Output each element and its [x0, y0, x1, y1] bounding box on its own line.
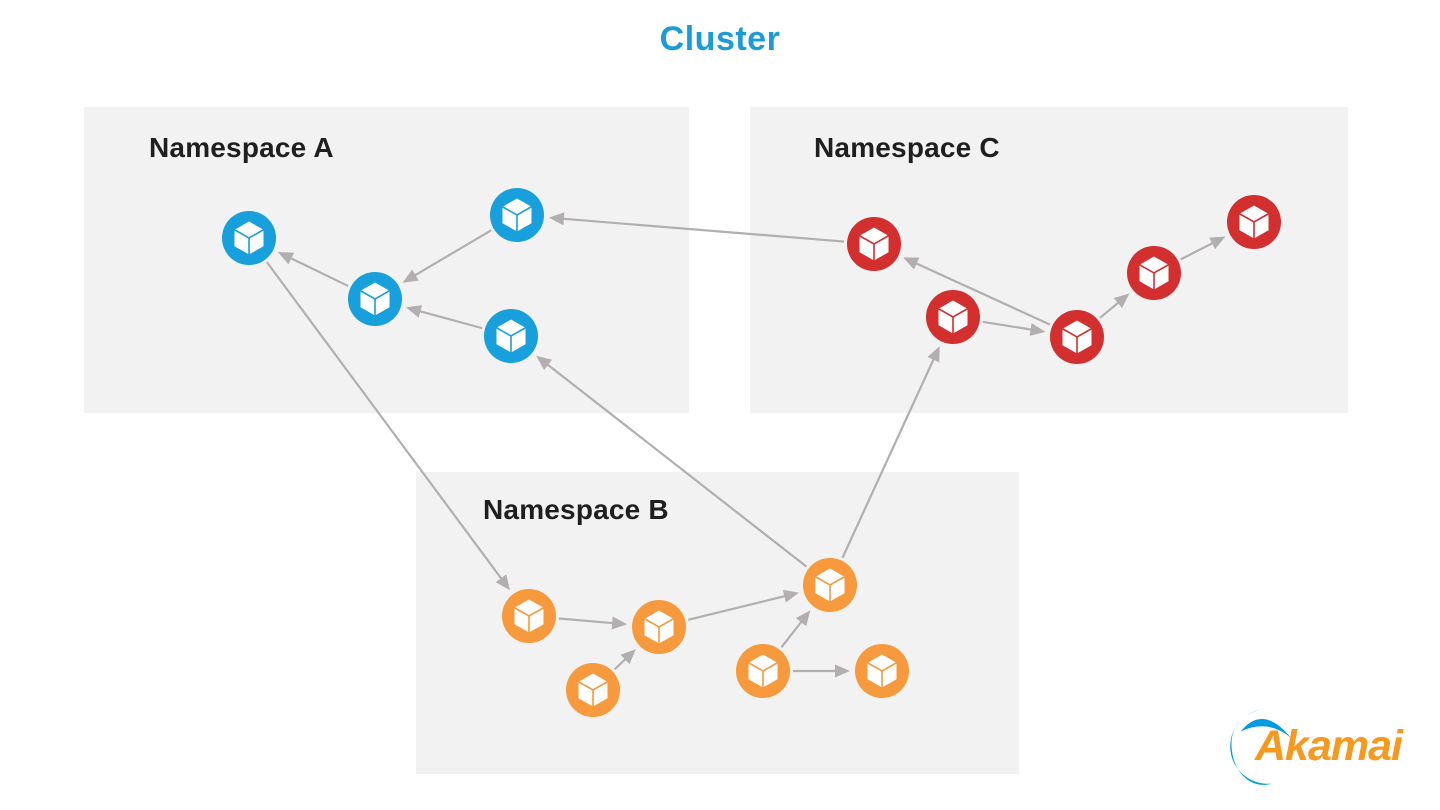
arrowhead-icon — [1113, 293, 1130, 309]
arrowhead-icon — [548, 212, 565, 226]
akamai-logo-text: Akamai — [1255, 722, 1403, 770]
pod-node-B6 — [855, 644, 909, 698]
cube-icon — [514, 599, 544, 633]
namespace-c-box — [750, 107, 1348, 413]
edge-A3-A2 — [405, 305, 483, 330]
pod-node-B2 — [632, 600, 686, 654]
cube-icon — [859, 227, 889, 261]
edge-A1-B1 — [265, 261, 510, 591]
namespace-b-label: Namespace B — [483, 494, 669, 525]
cube-icon — [502, 198, 532, 232]
cube-icon — [1062, 320, 1092, 354]
pod-node-C1 — [847, 217, 901, 271]
edge-A2-A1 — [277, 251, 349, 287]
diagram-title: Cluster — [659, 20, 781, 58]
edge-A4-A2 — [402, 229, 492, 283]
pod-node-B3 — [566, 663, 620, 717]
arrowhead-icon — [620, 649, 636, 665]
cube-icon — [578, 673, 608, 707]
arrowhead-icon — [795, 610, 811, 627]
cube-icon — [815, 568, 845, 602]
cube-icon — [1139, 256, 1169, 290]
pod-node-C2 — [926, 290, 980, 344]
cube-icon — [234, 221, 264, 255]
cube-icon — [644, 610, 674, 644]
cube-icon — [938, 300, 968, 334]
cube-icon — [867, 654, 897, 688]
pod-node-B5 — [736, 644, 790, 698]
arrowhead-icon — [402, 269, 419, 283]
arrowhead-icon — [903, 257, 920, 270]
namespace-a-box — [84, 107, 689, 413]
edge-B1-B2 — [558, 616, 628, 630]
akamai-wave-icon — [1230, 709, 1291, 785]
namespace-a-label: Namespace A — [149, 132, 334, 163]
edge-B2-B4 — [687, 589, 799, 621]
pod-node-C5 — [1227, 195, 1281, 249]
pod-node-B4 — [803, 558, 857, 612]
edge-C1-A4 — [548, 212, 845, 243]
pod-node-A4 — [490, 188, 544, 242]
arrowhead-icon — [835, 664, 850, 678]
cube-icon — [496, 319, 526, 353]
arrowhead-icon — [927, 346, 940, 363]
namespace-c-label: Namespace C — [814, 132, 1000, 163]
edge-C2-C3 — [982, 320, 1046, 336]
arrowhead-icon — [277, 251, 295, 265]
pod-node-A1 — [222, 211, 276, 265]
arrowhead-icon — [405, 305, 423, 318]
pod-node-C4 — [1127, 246, 1181, 300]
edge-B5-B4 — [780, 610, 811, 649]
edge-B4-C2 — [841, 346, 940, 559]
pod-node-C3 — [1050, 310, 1104, 364]
pod-node-A2 — [348, 272, 402, 326]
edge-C3-C4 — [1099, 293, 1130, 319]
cube-icon — [360, 282, 390, 316]
akamai-logo: Akamai — [1222, 698, 1422, 793]
arrowhead-icon — [1209, 236, 1226, 250]
edge-B4-A3 — [536, 355, 808, 568]
arrowhead-icon — [1029, 323, 1046, 336]
arrowhead-icon — [495, 574, 510, 591]
edge-C3-C1 — [903, 257, 1051, 326]
cube-icon — [748, 654, 778, 688]
pod-node-B1 — [502, 589, 556, 643]
edge-C4-C5 — [1180, 236, 1226, 261]
pod-node-A3 — [484, 309, 538, 363]
arrowhead-icon — [782, 589, 799, 603]
edge-B3-B2 — [613, 649, 636, 671]
arrowhead-icon — [536, 355, 553, 371]
arrowhead-icon — [611, 616, 628, 630]
cube-icon — [1239, 205, 1269, 239]
edge-B5-B6 — [793, 664, 850, 678]
